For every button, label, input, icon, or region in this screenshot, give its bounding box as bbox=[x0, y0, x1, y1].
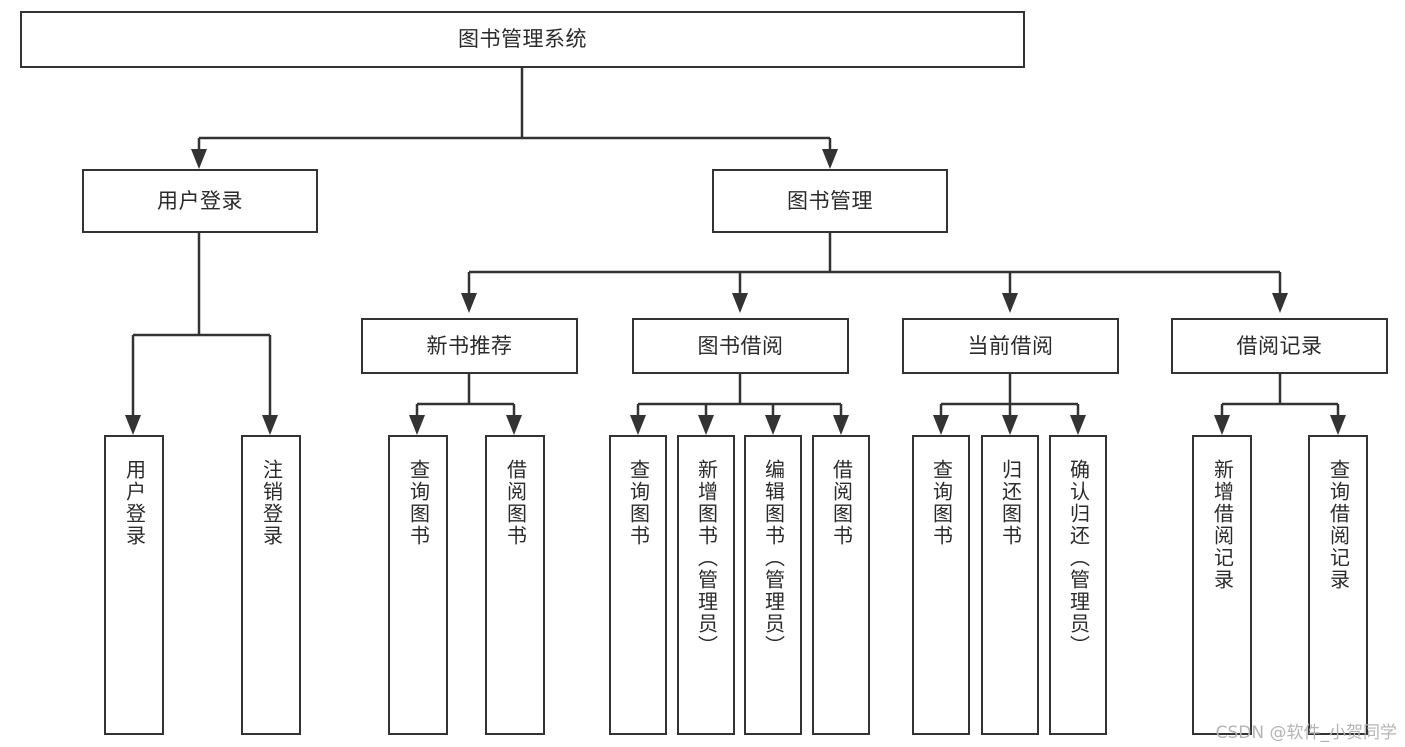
leaf-recommend-1[interactable]: 查询图书 bbox=[388, 435, 448, 735]
leaf-user-login-2-label: 注销登录 bbox=[259, 459, 284, 547]
node-book-borrow[interactable]: 图书借阅 bbox=[632, 318, 849, 374]
arrow-user-login-to-leaf1 bbox=[125, 415, 141, 435]
node-current-borrow-label: 当前借阅 bbox=[967, 333, 1054, 358]
arrow-book-manage-to-l3-1 bbox=[461, 293, 477, 313]
node-book-manage-label: 图书管理 bbox=[787, 188, 873, 213]
node-new-book-recommend[interactable]: 新书推荐 bbox=[361, 318, 578, 374]
node-user-login-label: 用户登录 bbox=[157, 188, 243, 213]
node-book-borrow-label: 图书借阅 bbox=[697, 333, 784, 358]
arrow-root-to-user-login bbox=[191, 149, 207, 169]
leaf-recommend-2-label: 借阅图书 bbox=[503, 459, 528, 547]
node-book-manage[interactable]: 图书管理 bbox=[712, 169, 948, 233]
arrow-root-to-book-manage bbox=[822, 149, 838, 169]
leaf-current-borrow-1[interactable]: 查询图书 bbox=[912, 435, 970, 735]
leaf-borrow-record-2-label: 查询借阅记录 bbox=[1326, 459, 1351, 591]
leaf-current-borrow-3-label: 确认归还（管理员） bbox=[1066, 459, 1091, 657]
leaf-recommend-1-label: 查询图书 bbox=[406, 459, 431, 547]
leaf-current-borrow-3[interactable]: 确认归还（管理员） bbox=[1049, 435, 1107, 735]
node-user-login[interactable]: 用户登录 bbox=[82, 169, 318, 233]
arrow-book-manage-to-l3-3 bbox=[1002, 293, 1018, 313]
arrow-record-to-leaf2 bbox=[1330, 415, 1346, 435]
leaf-current-borrow-1-label: 查询图书 bbox=[929, 459, 954, 547]
arrow-recommend-to-leaf1 bbox=[409, 415, 425, 435]
leaf-user-login-2[interactable]: 注销登录 bbox=[241, 435, 301, 735]
arrow-borrow-to-leaf2 bbox=[698, 415, 714, 435]
arrow-borrow-to-leaf3 bbox=[765, 415, 781, 435]
leaf-book-borrow-4-label: 借阅图书 bbox=[829, 459, 854, 547]
leaf-borrow-record-1-label: 新增借阅记录 bbox=[1210, 459, 1235, 591]
arrow-user-login-to-leaf2 bbox=[262, 415, 278, 435]
node-current-borrow[interactable]: 当前借阅 bbox=[902, 318, 1119, 374]
node-root[interactable]: 图书管理系统 bbox=[20, 11, 1025, 68]
leaf-book-borrow-2[interactable]: 新增图书（管理员） bbox=[677, 435, 735, 735]
leaf-user-login-1[interactable]: 用户登录 bbox=[104, 435, 164, 735]
leaf-recommend-2[interactable]: 借阅图书 bbox=[485, 435, 545, 735]
arrow-current-to-leaf1 bbox=[933, 415, 949, 435]
leaf-current-borrow-2-label: 归还图书 bbox=[998, 459, 1023, 547]
arrow-borrow-to-leaf1 bbox=[630, 415, 646, 435]
node-borrow-record[interactable]: 借阅记录 bbox=[1171, 318, 1388, 374]
arrow-recommend-to-leaf2 bbox=[506, 415, 522, 435]
leaf-book-borrow-4[interactable]: 借阅图书 bbox=[812, 435, 870, 735]
leaf-book-borrow-3[interactable]: 编辑图书（管理员） bbox=[744, 435, 802, 735]
arrow-book-manage-to-l3-4 bbox=[1272, 293, 1288, 313]
arrow-book-manage-to-l3-2 bbox=[732, 293, 748, 313]
leaf-user-login-1-label: 用户登录 bbox=[122, 459, 147, 547]
leaf-book-borrow-1-label: 查询图书 bbox=[626, 459, 651, 547]
node-new-book-recommend-label: 新书推荐 bbox=[426, 333, 513, 358]
leaf-borrow-record-2[interactable]: 查询借阅记录 bbox=[1308, 435, 1368, 735]
arrow-borrow-to-leaf4 bbox=[833, 415, 849, 435]
csdn-watermark: CSDN @软件_小贺同学 bbox=[1215, 723, 1397, 743]
leaf-book-borrow-3-label: 编辑图书（管理员） bbox=[761, 459, 786, 657]
node-root-label: 图书管理系统 bbox=[458, 27, 587, 52]
node-borrow-record-label: 借阅记录 bbox=[1236, 333, 1323, 358]
leaf-book-borrow-2-label: 新增图书（管理员） bbox=[694, 459, 719, 657]
leaf-borrow-record-1[interactable]: 新增借阅记录 bbox=[1192, 435, 1252, 735]
arrow-current-to-leaf3 bbox=[1070, 415, 1086, 435]
leaf-current-borrow-2[interactable]: 归还图书 bbox=[981, 435, 1039, 735]
leaf-book-borrow-1[interactable]: 查询图书 bbox=[609, 435, 667, 735]
arrow-current-to-leaf2 bbox=[1002, 415, 1018, 435]
arrow-record-to-leaf1 bbox=[1214, 415, 1230, 435]
